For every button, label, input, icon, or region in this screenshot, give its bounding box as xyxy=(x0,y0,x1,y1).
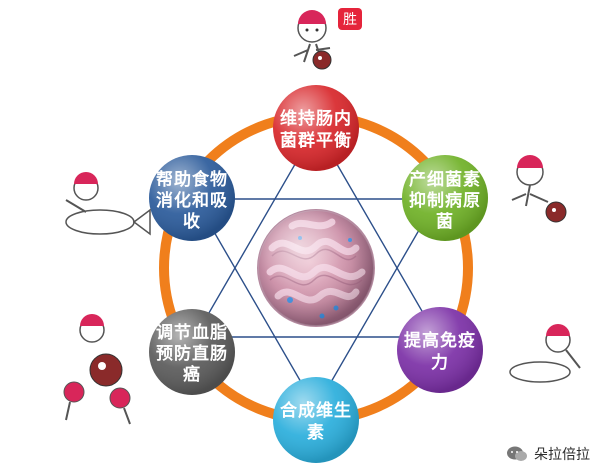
node-top-line1: 维持肠内 xyxy=(280,108,352,129)
node-bottom: 合成维生 素 xyxy=(273,377,359,463)
cartoon-lying xyxy=(509,324,581,383)
cartoon-fish xyxy=(65,172,151,236)
node-upper-left-line1: 帮助食物 xyxy=(156,169,228,190)
cartoon-wrestler xyxy=(511,155,567,223)
node-lower-left-line3: 癌 xyxy=(183,364,201,385)
node-lower-left: 调节血脂 预防直肠 癌 xyxy=(149,309,235,395)
winner-badge-text: 胜 xyxy=(343,12,357,28)
watermark-text: 朵拉倍拉 xyxy=(534,447,590,463)
node-upper-left-line3: 收 xyxy=(183,211,201,232)
node-upper-right-line1: 产细菌素 xyxy=(409,169,481,190)
node-upper-right-line3: 菌 xyxy=(436,212,454,232)
node-bottom-line2: 素 xyxy=(307,423,325,443)
node-bottom-line1: 合成维生 xyxy=(280,400,352,421)
hexagram xyxy=(193,126,439,410)
node-lower-right: 提高免疫 力 xyxy=(397,307,483,393)
node-top: 维持肠内 菌群平衡 xyxy=(273,85,359,171)
node-lower-left-line1: 调节血脂 xyxy=(156,322,228,343)
node-upper-left: 帮助食物 消化和吸 收 xyxy=(149,155,235,241)
node-upper-left-line2: 消化和吸 xyxy=(156,190,228,211)
node-lower-left-line2: 预防直肠 xyxy=(156,343,228,364)
intestine-image xyxy=(257,209,375,327)
winner-badge xyxy=(338,8,362,30)
cartoon-winner: 胜 xyxy=(293,8,362,70)
cartoon-group xyxy=(63,314,131,425)
node-lower-right-line2: 力 xyxy=(431,352,449,373)
node-top-line2: 菌群平衡 xyxy=(280,130,352,151)
node-lower-right-line1: 提高免疫 xyxy=(404,330,476,351)
watermark: 朵拉倍拉 xyxy=(506,444,590,464)
node-upper-right-line2: 抑制病原 xyxy=(409,190,481,211)
node-upper-right: 产细菌素 抑制病原 菌 xyxy=(402,155,488,241)
chat-bubble-icon xyxy=(507,446,527,461)
